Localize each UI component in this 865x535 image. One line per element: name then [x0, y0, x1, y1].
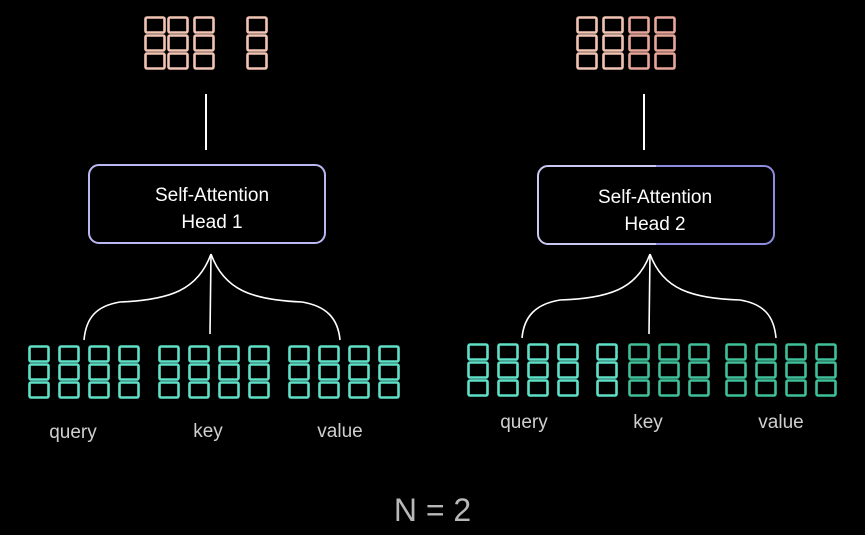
head-1-qkv-vector — [88, 345, 110, 399]
head-2-query-label: query — [500, 412, 548, 433]
head-2-title-line1: Self-Attention — [598, 187, 712, 208]
head-2-output-vector — [602, 16, 624, 70]
head-2-title-line2: Head 2 — [624, 214, 685, 235]
head-2-output-vector — [628, 16, 650, 70]
head-1-qkv-vector — [28, 345, 50, 399]
head-1-qkv-vector — [248, 345, 270, 399]
head-1-qkv-vector — [58, 345, 80, 399]
head-2-qkv-vectors — [467, 343, 837, 397]
head-2-qkv-vector — [688, 343, 710, 397]
head-2-qkv-vector — [815, 343, 837, 397]
head-1-title-line1: Self-Attention — [155, 185, 269, 206]
heads-count-label: N = 2 — [393, 492, 472, 528]
head-2-key-label: key — [633, 412, 663, 433]
head-1-query-label: query — [49, 422, 97, 443]
head-1-qkv-vector — [378, 345, 400, 399]
head-1-output-vector — [246, 16, 268, 70]
head-1-output-vector — [193, 16, 215, 70]
head-1-box — [88, 164, 326, 244]
head-2-qkv-vector — [527, 343, 549, 397]
head-1-qkv-vector — [348, 345, 370, 399]
head-1-qkv-vector — [118, 345, 140, 399]
head-2-qkv-vector — [725, 343, 747, 397]
head-2-group: Self-Attention Head 2 query key value — [467, 16, 837, 433]
head-1-qkv-vector — [318, 345, 340, 399]
head-1-qkv-vector — [158, 345, 180, 399]
head-2-brace — [521, 253, 777, 339]
head-1-output-vector — [167, 16, 189, 70]
head-1-title-line2: Head 1 — [181, 212, 242, 233]
head-2-qkv-vector — [467, 343, 489, 397]
head-2-qkv-vector — [658, 343, 680, 397]
head-1-value-label: value — [317, 421, 362, 442]
head-1-qkv-vector — [218, 345, 240, 399]
head-2-output-vector — [576, 16, 598, 70]
head-1-output-vectors — [144, 16, 268, 70]
head-2-output-vectors — [576, 16, 676, 70]
head-2-qkv-vector — [557, 343, 579, 397]
head-1-output-vector — [144, 16, 166, 70]
head-1-qkv-vectors — [28, 345, 400, 399]
head-1-qkv-vector — [288, 345, 310, 399]
head-1-key-label: key — [193, 421, 223, 442]
head-2-qkv-vector — [628, 343, 650, 397]
head-2-qkv-vector — [755, 343, 777, 397]
head-2-qkv-vector — [596, 343, 618, 397]
head-1-brace — [83, 253, 341, 341]
head-1-qkv-vector — [188, 345, 210, 399]
head-2-qkv-vector — [785, 343, 807, 397]
head-2-qkv-vector — [497, 343, 519, 397]
head-2-output-vector — [654, 16, 676, 70]
head-2-box — [537, 165, 775, 245]
head-2-value-label: value — [758, 412, 803, 433]
head-1-group: Self-Attention Head 1 query key value — [28, 16, 400, 443]
